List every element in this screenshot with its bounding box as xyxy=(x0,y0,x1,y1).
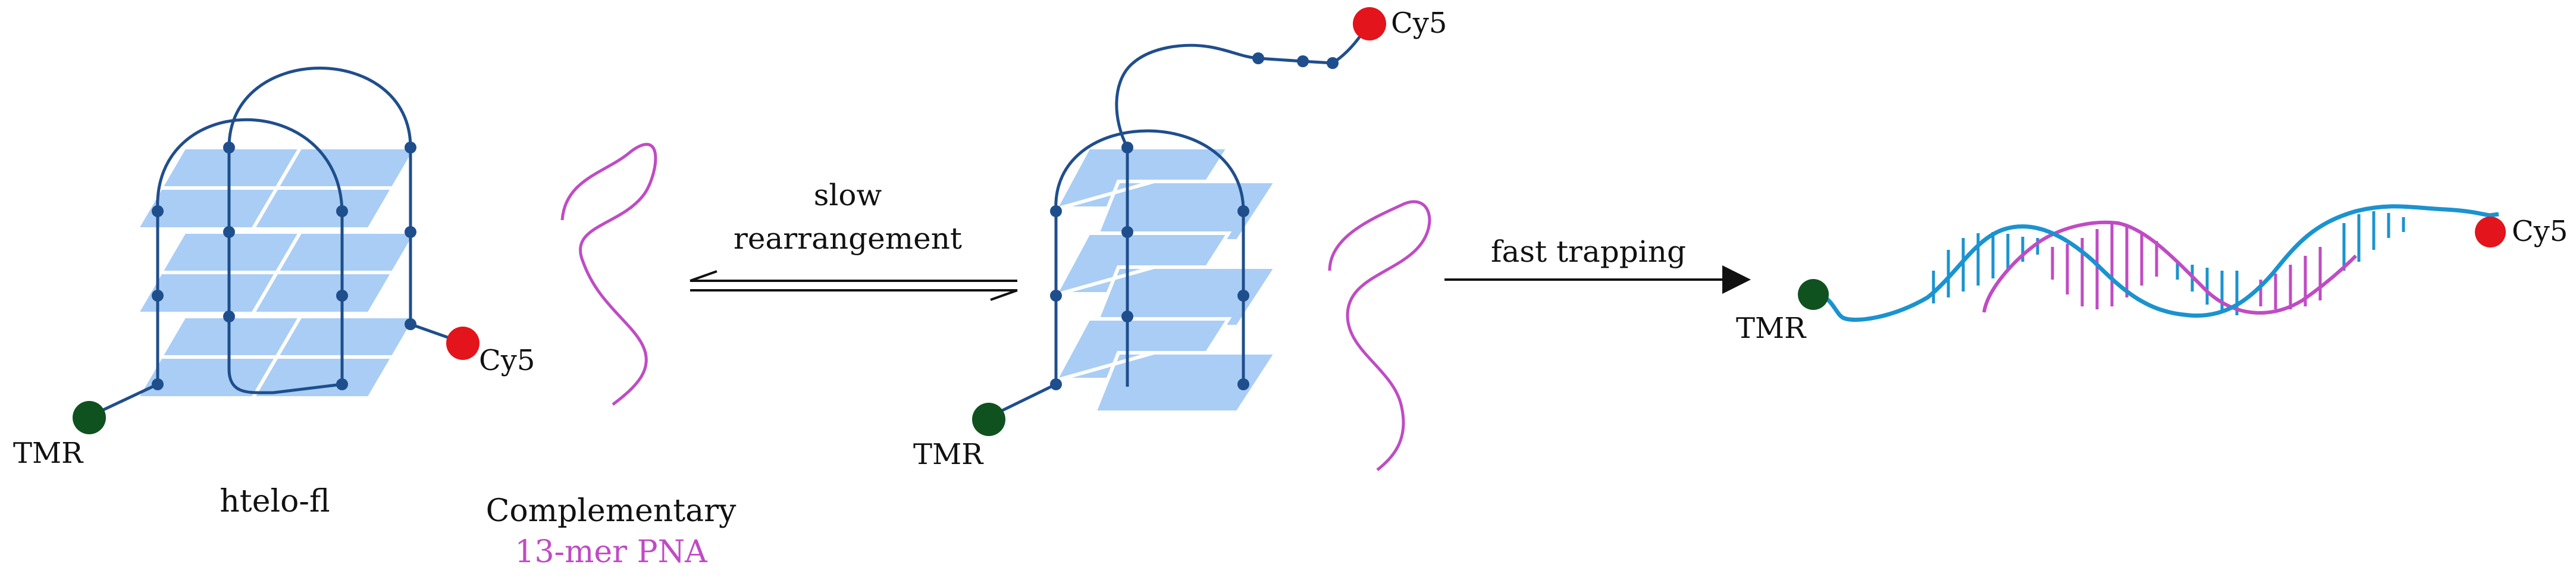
pna-backbone xyxy=(1982,220,2358,315)
fast-trapping-label: fast trapping xyxy=(1491,234,1686,269)
nucleotide-dots xyxy=(152,142,416,390)
base-pair-rungs-blue xyxy=(1932,211,2405,315)
structure-name-label: htelo-fl xyxy=(220,484,330,519)
g-tetrad-planes xyxy=(133,146,420,400)
equilibrium-arrows: slow rearrangement xyxy=(690,178,1018,301)
cy5-fluorophore xyxy=(446,327,480,360)
slow-label: slow xyxy=(814,178,882,212)
tmr-fluorophore xyxy=(1798,279,1829,310)
pna-strand-approaching xyxy=(1328,200,1431,471)
cy5-label: Cy5 xyxy=(2512,215,2568,248)
tmr-label: TMR xyxy=(1736,312,1807,345)
pna-strand-free: Complementary 13-mer PNA xyxy=(486,143,737,570)
dna-backbone xyxy=(1814,204,2499,322)
g-quadruplex-middle: TMR Cy5 xyxy=(913,7,1447,471)
cy5-fluorophore xyxy=(1353,7,1386,40)
nucleotide-dots xyxy=(1050,52,1339,390)
tmr-label: TMR xyxy=(913,438,984,471)
cy5-label: Cy5 xyxy=(1391,7,1447,40)
cy5-label: Cy5 xyxy=(479,344,535,377)
tmr-fluorophore xyxy=(73,401,106,434)
g-tetrad-planes xyxy=(1052,146,1280,414)
rearrangement-label: rearrangement xyxy=(734,221,962,256)
tmr-label: TMR xyxy=(13,437,84,470)
pna-dna-duplex: TMR Cy5 xyxy=(1736,204,2568,345)
complementary-label: Complementary xyxy=(486,493,737,529)
tmr-fluorophore xyxy=(972,403,1005,436)
g-quadruplex-left: TMR Cy5 htelo-fl xyxy=(13,67,535,519)
fast-trapping-arrow: fast trapping xyxy=(1444,234,1751,294)
cy5-fluorophore xyxy=(2475,217,2506,247)
base-pair-rungs-pink xyxy=(2051,223,2322,309)
pna-label: 13-mer PNA xyxy=(515,534,708,570)
